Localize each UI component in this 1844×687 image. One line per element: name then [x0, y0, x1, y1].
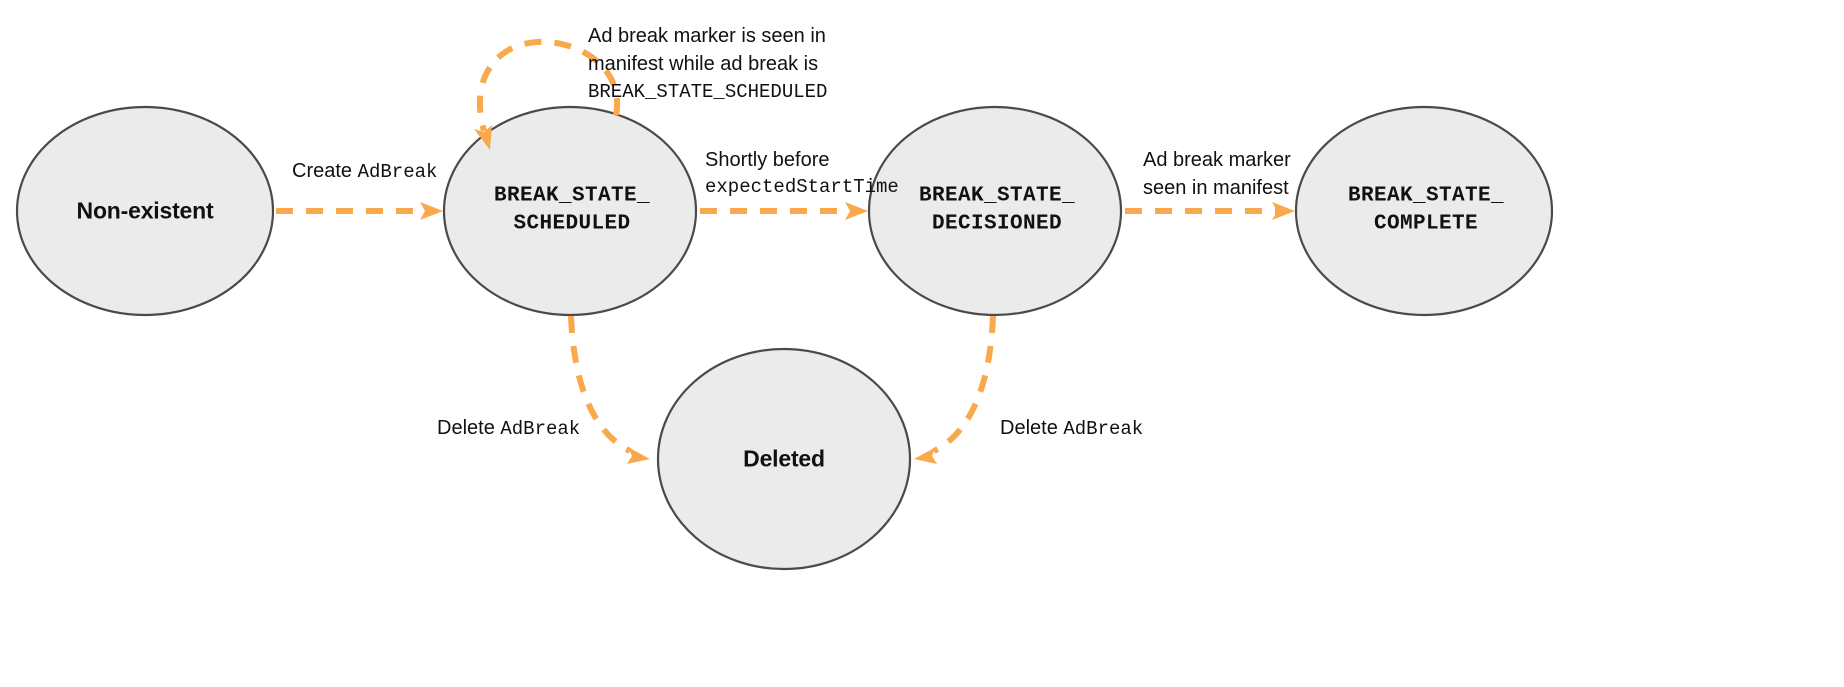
node-non-existent[interactable] [15, 105, 275, 317]
edge-delete-adbreak-from-decisioned [914, 315, 996, 464]
edge-create-adbreak [276, 202, 443, 220]
node-break-state-scheduled[interactable] [442, 105, 698, 317]
node-break-state-complete[interactable] [1294, 105, 1554, 317]
edge-marker-seen-while-scheduled [474, 38, 621, 150]
node-break-state-decisioned[interactable] [867, 105, 1123, 317]
edge-marker-seen-in-manifest [1125, 202, 1295, 220]
edge-shortly-before-expected-start-time [700, 202, 868, 220]
node-deleted[interactable] [656, 347, 912, 571]
edge-delete-adbreak-from-scheduled [568, 315, 650, 464]
